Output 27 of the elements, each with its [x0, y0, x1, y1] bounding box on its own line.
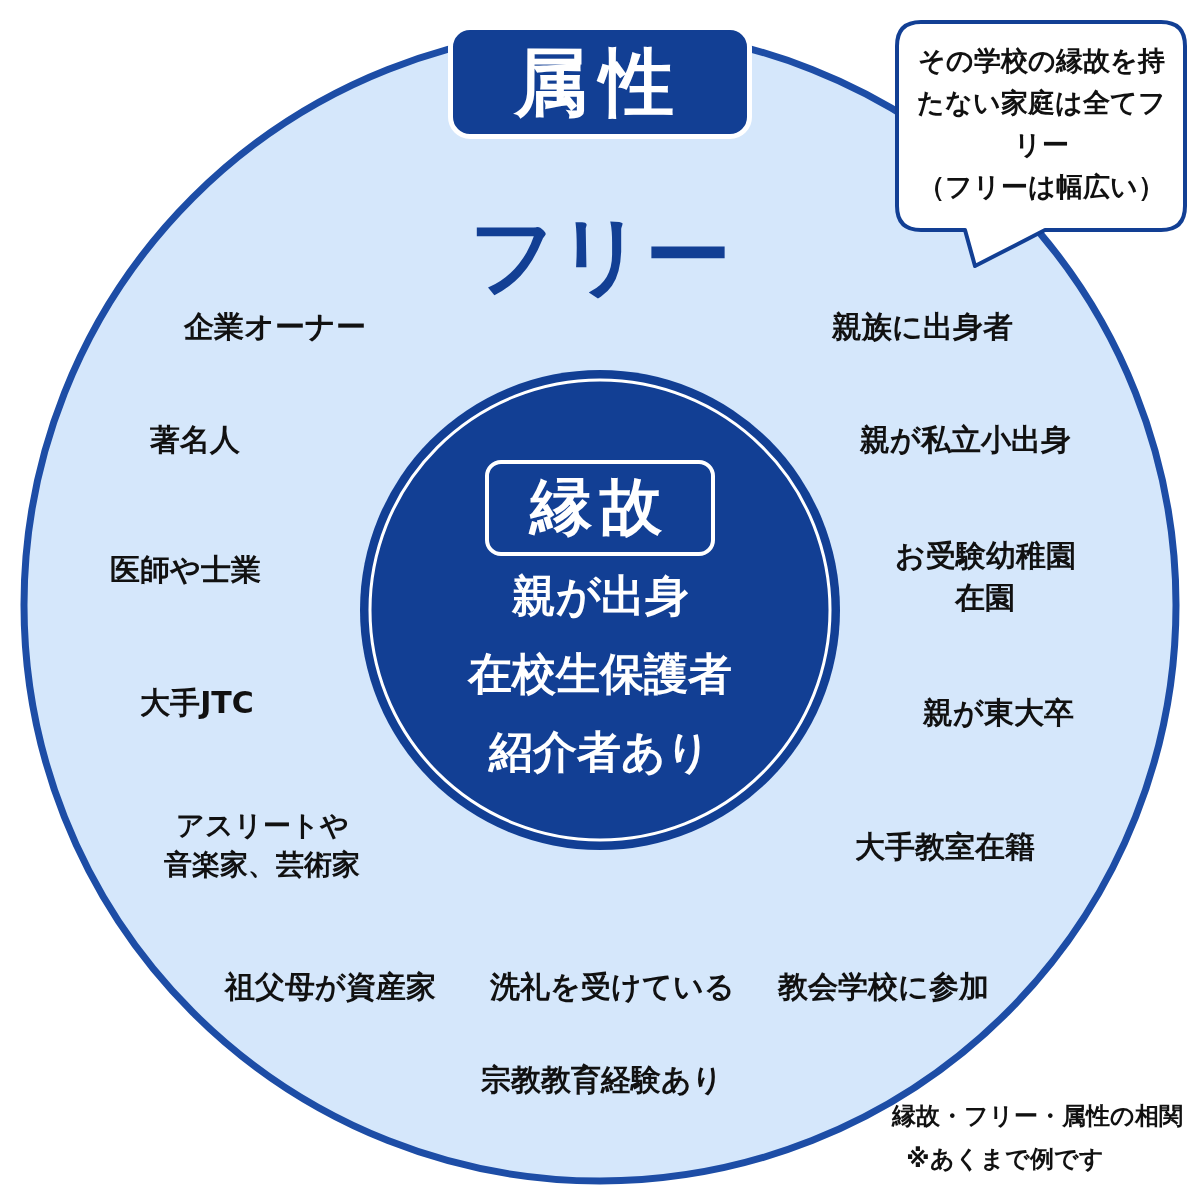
note-text: 縁故・フリー・属性の相関 — [891, 1101, 1183, 1133]
attribute-label: 教会学校に参加 — [777, 968, 989, 1006]
attribute-label: 企業オーナー — [184, 308, 366, 346]
attribute-label: 親が東大卒 — [922, 694, 1074, 732]
attribute-label: 宗教教育経験あり — [481, 1061, 723, 1099]
bubble-text: その学校の縁故を持たない家庭は全てフリー — [915, 44, 1167, 162]
heading: フリー — [468, 205, 732, 305]
attribute-label: 大手教室在籍 — [855, 828, 1035, 866]
circle-text: 親が出身 — [510, 569, 690, 623]
attribute-label: 著名人 — [150, 421, 240, 459]
attribute-circle — [20, 25, 1180, 1185]
heading-box: 縁故 — [485, 460, 715, 556]
attribute-label: アスリートや音楽家、芸術家 — [163, 807, 361, 883]
speech-bubble-tooltip — [895, 20, 1187, 270]
attribute-label: 大手JTC — [140, 684, 254, 722]
attribute-label: お受験幼稚園在園 — [893, 537, 1077, 617]
attribute-label: 祖父母が資産家 — [224, 968, 436, 1006]
circle-text: 紹介者あり — [487, 725, 712, 779]
inner-circle — [358, 368, 842, 852]
note-text: ※あくまで例です — [906, 1144, 1104, 1176]
attribute-label: 医師や士業 — [109, 551, 261, 589]
attribute-label: 親族に出身者 — [831, 308, 1013, 346]
title-tab: 属性 — [448, 25, 752, 139]
attribute-label: 親が私立小出身 — [859, 421, 1071, 459]
circle-text: 在校生保護者 — [466, 647, 733, 701]
bubble-text: （フリーは幅広い） — [916, 170, 1166, 204]
attribute-label: 洗礼を受けている — [489, 968, 735, 1006]
